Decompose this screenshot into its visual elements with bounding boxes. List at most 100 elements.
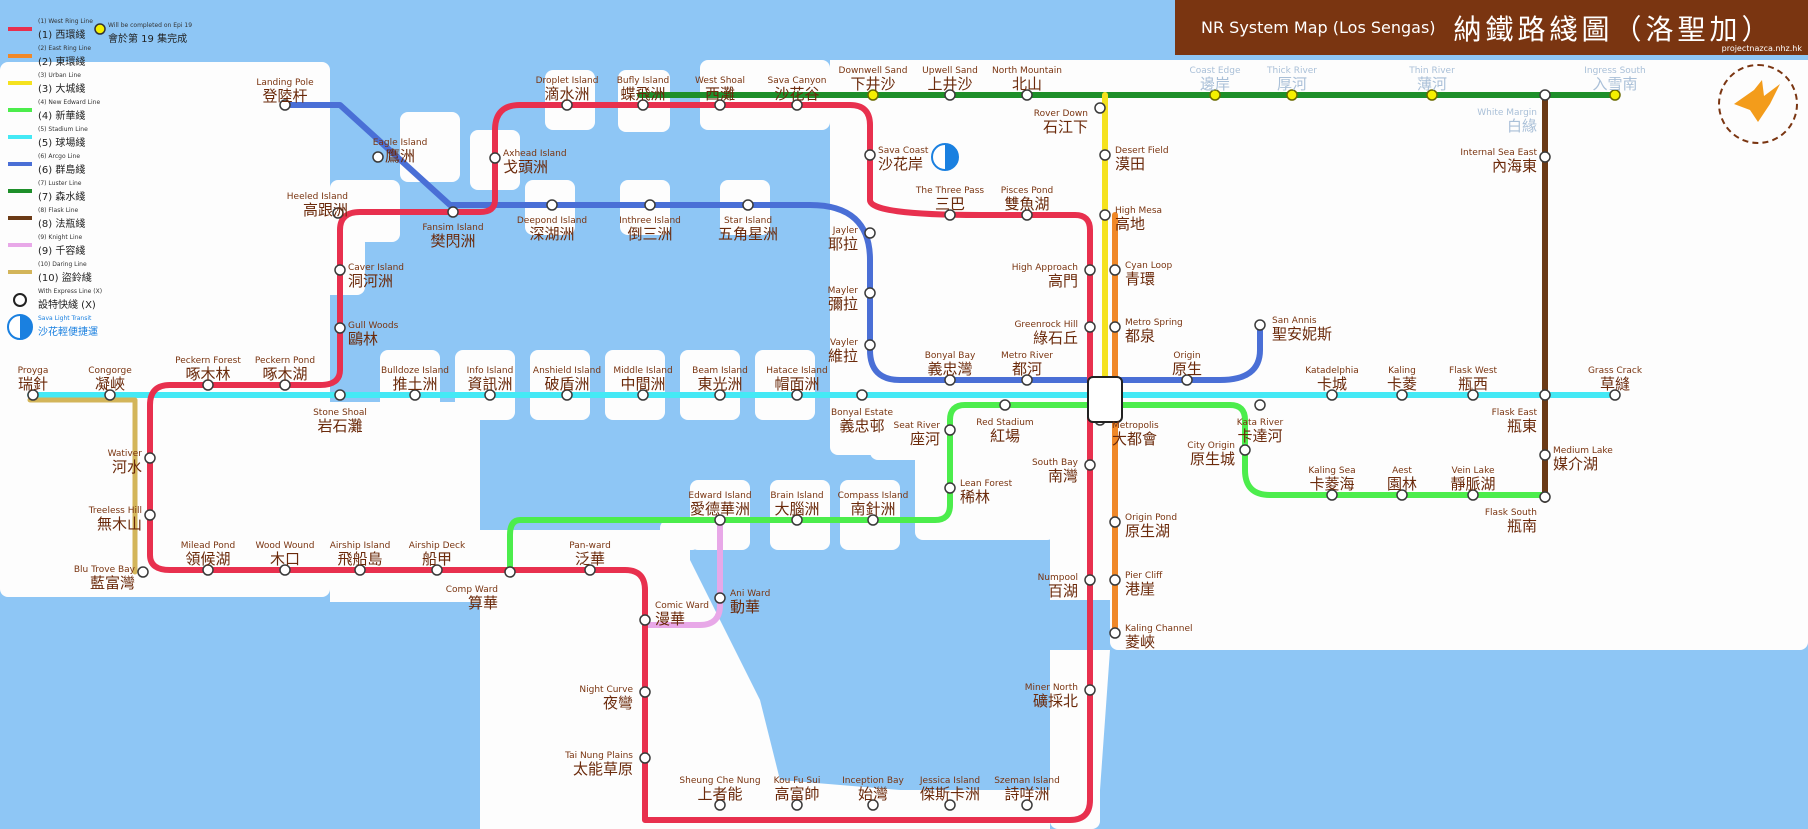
station-label-zh: 座河: [910, 430, 940, 448]
station-label-zh: 中間洲: [620, 375, 665, 393]
legend-swatch: [8, 189, 32, 193]
legend-en: (7) Luster Line: [38, 180, 82, 187]
station-label-en: Ingress South: [1584, 66, 1646, 76]
station-label-en: Bonyal Estate: [831, 408, 894, 418]
legend-swatch: [8, 81, 32, 85]
station-label-en: Downwell Sand: [839, 66, 908, 76]
station-miner-north: [1084, 684, 1096, 696]
station-gull-woods: [334, 322, 346, 334]
station-pecker-forest: [202, 379, 214, 391]
station-flask-west: [1467, 389, 1479, 401]
land-masses: [0, 60, 1808, 829]
station-star-island: [742, 199, 754, 211]
station-label-en: Internal Sea East: [1460, 148, 1537, 158]
station-label-zh: 草縫: [1600, 375, 1630, 393]
station-label-en: Airship Deck: [409, 541, 466, 551]
station-label-zh: 上井沙: [927, 75, 972, 93]
station-label-en: Kaling Sea: [1308, 466, 1355, 476]
legend-zh: (3) 大城綫: [38, 84, 86, 95]
ep19-note-en: Will be completed on Epi 19: [108, 22, 193, 29]
station-numpool: [1084, 574, 1096, 586]
station-tai-nung-plains: [639, 752, 651, 764]
station-beam-island: [714, 389, 726, 401]
station-label-en: Tai Nung Plains: [564, 751, 633, 761]
station-south-bay: [1084, 459, 1096, 471]
station-high-approach: [1084, 264, 1096, 276]
station-label-en: Proyga: [18, 366, 49, 376]
station-milead-pond: [202, 564, 214, 576]
station-label-en: Info Island: [467, 366, 514, 376]
title-english: NR System Map (Los Sengas): [1201, 18, 1436, 37]
station-label-en: West Shoal: [695, 76, 745, 86]
station-label-zh: 河水: [112, 458, 142, 476]
station-airship-island: [354, 564, 366, 576]
sava-transit-icon: [931, 143, 959, 171]
station-label-zh: 卡城: [1317, 375, 1347, 393]
station-label-en: Katadelphia: [1305, 366, 1359, 376]
station-label-en: Flask South: [1485, 508, 1537, 518]
station-label-zh: 媒介湖: [1553, 455, 1598, 473]
station-label-zh: 算華: [468, 594, 498, 612]
station-thick-river: [1286, 89, 1298, 101]
station-proyga: [27, 389, 39, 401]
station-label-zh: 彌拉: [828, 295, 858, 313]
station-label-zh: 沙花岸: [878, 155, 923, 173]
legend-item: (7) Luster Line(7) 森水綫: [6, 180, 206, 207]
station-comic-ward: [639, 614, 651, 626]
station-sava-canyon: [791, 99, 803, 111]
station-label-en: South Bay: [1032, 458, 1079, 468]
station-label-zh: 領候湖: [185, 550, 230, 568]
station-desert-field: [1099, 149, 1111, 161]
station-label-zh: 漫華: [655, 610, 685, 628]
station-label-en: Jayler: [832, 226, 859, 236]
station-label-en: Gull Woods: [348, 321, 399, 331]
station-label-zh: 夜彎: [603, 694, 633, 712]
station-pecker-pond: [279, 379, 291, 391]
station-label-zh: 滴水洲: [544, 85, 589, 103]
station-label-en: City Origin: [1187, 441, 1235, 451]
station-label-zh: 瓶南: [1507, 517, 1537, 535]
new-edward-line: [947, 402, 1548, 498]
station-label-en: North Mountain: [992, 66, 1062, 76]
station-label-en: Greenrock Hill: [1014, 320, 1078, 330]
station-label-en: High Approach: [1012, 263, 1078, 273]
station-bonyal-bay: [944, 374, 956, 386]
station-label-zh: 動華: [730, 598, 760, 616]
station-airship-deck: [431, 564, 443, 576]
station-label-zh: 內海東: [1492, 157, 1537, 175]
station-label-en: San Annis: [1272, 316, 1317, 326]
legend-swatch: [8, 270, 32, 274]
station-rover-down: [1094, 102, 1106, 114]
station-brain-island: [791, 514, 803, 526]
station-kaling-channel: [1109, 627, 1121, 639]
station-label-zh: 卡菱: [1387, 375, 1417, 393]
station-label-en: Kaling Channel: [1125, 624, 1193, 634]
station-label-en: Sava Coast: [878, 146, 929, 156]
station-label-zh: 帽面洲: [774, 375, 819, 393]
legend-zh: (1) 西環綫: [38, 30, 86, 41]
station-congorge: [104, 389, 116, 401]
station-label-en: Blu Trove Bay: [74, 565, 136, 575]
station-label-zh: 啄木湖: [262, 365, 307, 383]
station-label-zh: 靜脈湖: [1450, 475, 1495, 493]
legend-swatch: [8, 108, 32, 112]
station-compass-island: [867, 514, 879, 526]
station-heeled-island: [332, 207, 344, 219]
legend-zh: 設特快綫 (X): [38, 300, 96, 311]
station-sheung-che-nung: [714, 799, 726, 811]
station-flask-east: [1539, 389, 1551, 401]
station-label-en: Mayler: [828, 286, 859, 296]
station-label-zh: 大都會: [1112, 430, 1157, 448]
legend-swatch: [8, 54, 32, 58]
station-label-zh: 綠石丘: [1033, 329, 1078, 347]
station-jayler: [864, 227, 876, 239]
station-label-en: Peckern Forest: [175, 356, 241, 366]
station-origin-pond: [1109, 516, 1121, 528]
station-label-zh: 港崖: [1125, 580, 1155, 598]
station-label-en: Landing Pole: [256, 78, 314, 88]
station-label-zh: 聖安妮斯: [1272, 325, 1332, 343]
station-treeless-hill: [144, 509, 156, 521]
legend-item: (5) Stadium Line(5) 球場綫: [6, 126, 206, 153]
